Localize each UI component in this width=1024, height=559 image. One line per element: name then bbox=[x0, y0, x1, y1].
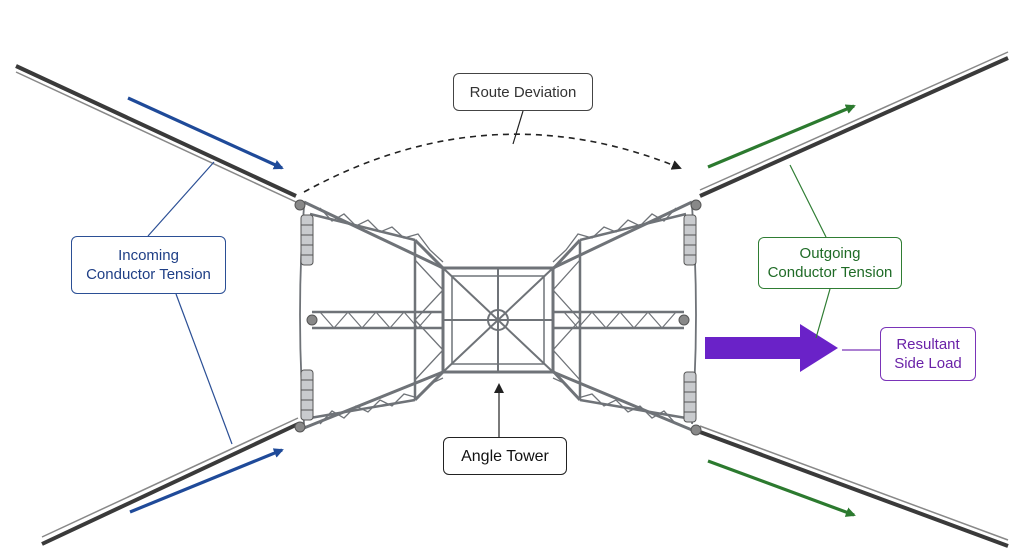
incoming-conductor-tension-text: Incoming Conductor Tension bbox=[86, 247, 211, 283]
outgoing-arrow-icon-lower bbox=[707, 459, 856, 517]
crossarm-upper-right bbox=[552, 200, 693, 270]
outgoing-arrow-icon-upper bbox=[707, 104, 856, 169]
outgoing-conductor-tension-label: Outgoing Conductor Tension bbox=[758, 237, 902, 289]
conductor-outgoing-lower bbox=[699, 425, 1009, 548]
crossarm-upper-left bbox=[303, 200, 444, 270]
incoming-conductor-tension-label: Incoming Conductor Tension bbox=[71, 236, 226, 294]
resultant-block-arrow-icon bbox=[705, 324, 838, 372]
conductor-incoming-upper bbox=[15, 64, 297, 203]
route-deviation-arc bbox=[303, 133, 682, 193]
angle-tower-text: Angle Tower bbox=[461, 447, 549, 465]
insulator-lower-left bbox=[294, 369, 314, 433]
crossarm-lower-left bbox=[303, 370, 444, 430]
crossarm-middle-left bbox=[312, 310, 443, 330]
crossarm-lower-right bbox=[552, 370, 693, 432]
angle-tower bbox=[299, 200, 697, 432]
route-deviation-text: Route Deviation bbox=[469, 83, 577, 101]
insulators bbox=[294, 199, 702, 436]
angle-tower-label: Angle Tower bbox=[443, 437, 567, 475]
incoming-arrow-icon-lower bbox=[129, 448, 284, 514]
resultant-side-load-label: Resultant Side Load bbox=[880, 327, 976, 381]
insulator-upper-left bbox=[294, 199, 314, 266]
leader-lines bbox=[147, 110, 880, 445]
insulator-lower-right bbox=[683, 371, 702, 436]
insulator-upper-right bbox=[683, 199, 702, 266]
resultant-side-load-text: Resultant Side Load bbox=[894, 336, 962, 372]
conductor-incoming-lower bbox=[41, 417, 299, 546]
route-deviation-label: Route Deviation bbox=[453, 73, 593, 111]
conductors bbox=[15, 51, 1009, 548]
conductor-outgoing-upper bbox=[699, 51, 1009, 198]
incoming-arrow-icon-upper bbox=[127, 96, 284, 170]
outgoing-conductor-tension-text: Outgoing Conductor Tension bbox=[767, 245, 893, 281]
crossarm-middle-right bbox=[553, 310, 684, 330]
